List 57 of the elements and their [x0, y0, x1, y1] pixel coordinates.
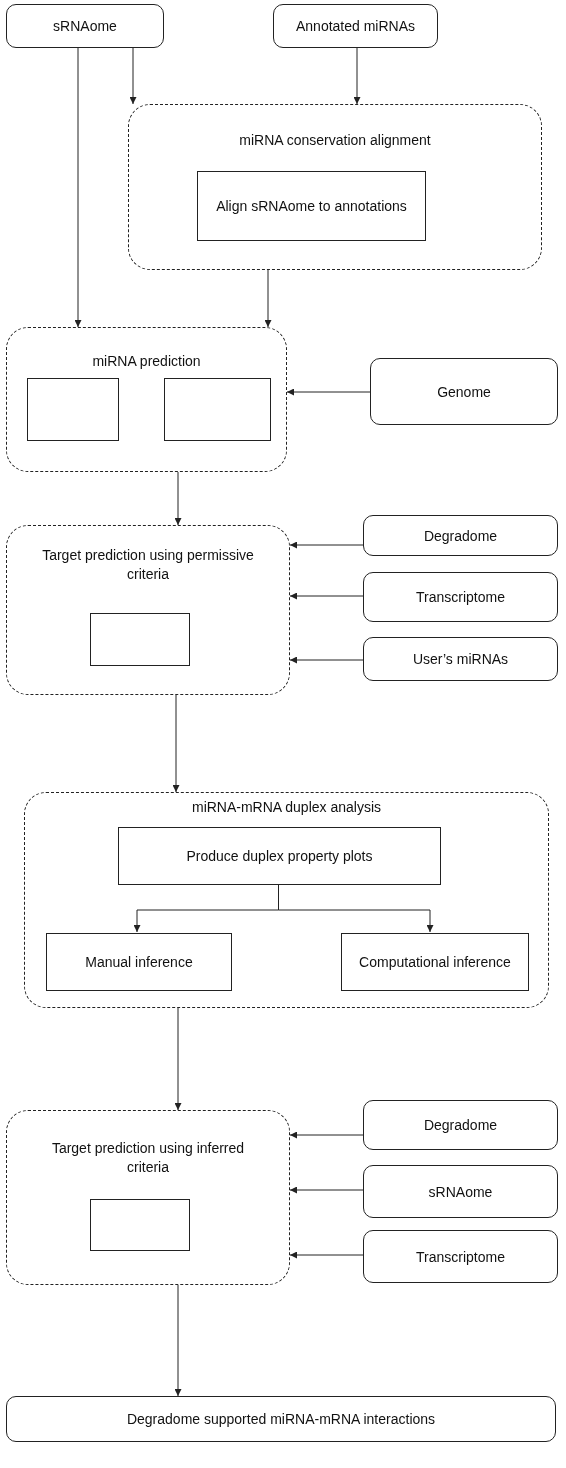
arrow — [289, 592, 364, 600]
dashed-group-panel — [24, 792, 549, 1008]
arrow — [289, 656, 364, 664]
box-label: sRNAome — [53, 18, 117, 34]
box-label: Degradome — [423, 527, 498, 544]
arrow — [289, 1131, 364, 1139]
arrow — [289, 541, 364, 549]
input-box — [363, 1100, 558, 1150]
dashed-group-panel — [6, 1110, 290, 1285]
group-heading: miRNA prediction — [91, 352, 202, 371]
box-label: Transcriptome — [416, 589, 505, 605]
input-box — [363, 572, 558, 622]
arrow — [174, 471, 182, 526]
input-box — [370, 358, 558, 425]
input-box — [363, 1230, 558, 1283]
arrow — [264, 269, 272, 328]
dashed-group-panel — [6, 525, 290, 695]
process-box — [197, 171, 426, 241]
arrow — [74, 47, 82, 328]
empty-box — [164, 378, 271, 441]
arrow — [289, 1186, 364, 1194]
empty-box — [90, 1199, 190, 1251]
input-box — [6, 4, 164, 48]
box-label: Degradome supported miRNA-mRNA interactions — [126, 1411, 436, 1427]
empty-box — [27, 378, 119, 441]
dashed-group-panel — [6, 327, 287, 472]
process-box — [118, 827, 441, 885]
input-box — [363, 515, 558, 556]
group-heading: Target prediction using permissive criteria — [41, 546, 255, 584]
box-label: Manual inference — [85, 954, 193, 970]
dashed-group-panel — [128, 104, 542, 270]
input-box — [363, 1165, 558, 1218]
box-label: Computational inference — [359, 954, 511, 970]
group-heading: Target prediction using inferred criteria — [50, 1139, 246, 1177]
box-label: sRNAome — [428, 1183, 493, 1200]
group-heading: miRNA conservation alignment — [238, 131, 432, 150]
box-label: Annotated miRNAs — [295, 18, 416, 34]
process-box — [46, 933, 232, 991]
empty-box — [90, 613, 190, 666]
input-box — [6, 1396, 556, 1442]
input-box — [273, 4, 438, 48]
arrow — [172, 694, 180, 793]
box-label: User’s miRNAs — [412, 651, 509, 667]
arrow — [174, 1284, 182, 1397]
arrow — [289, 1251, 364, 1259]
group-heading: miRNA-mRNA duplex analysis — [190, 798, 383, 817]
arrow — [174, 1007, 182, 1111]
box-label: Align sRNAome to annotations — [216, 198, 407, 214]
input-box — [363, 637, 558, 681]
box-label: Produce duplex property plots — [186, 848, 373, 864]
arrow — [286, 388, 371, 396]
arrow — [129, 47, 137, 105]
box-label: Transcriptome — [416, 1248, 505, 1265]
process-box — [341, 933, 529, 991]
box-label: Degradome — [423, 1117, 498, 1133]
arrow — [353, 47, 361, 105]
box-label: Genome — [437, 383, 491, 400]
